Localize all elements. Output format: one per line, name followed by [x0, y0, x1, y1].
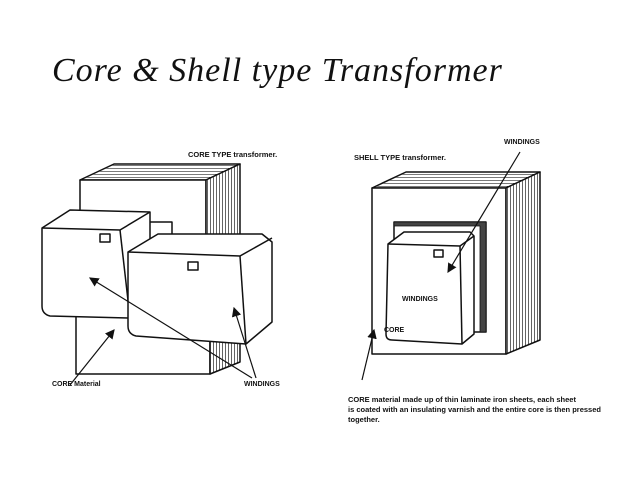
shell-caption: CORE material made up of thin laminate i… [348, 395, 601, 425]
shell-type-heading: SHELL TYPE transformer. [354, 153, 446, 162]
core-type-transformer [41, 163, 273, 386]
shell-core-label: CORE [384, 327, 405, 334]
caption-line-2: is coated with an insulating varnish and… [348, 405, 601, 414]
shell-windings-inner-label: WINDINGS [402, 296, 438, 303]
core-type-heading: CORE TYPE transformer. [188, 150, 277, 159]
shell-type-transformer [361, 151, 541, 381]
shell-core-frame [371, 171, 541, 355]
shell-inner-winding [385, 231, 475, 345]
core-windings-label: WINDINGS [244, 381, 280, 388]
shell-windings-top-label: WINDINGS [504, 139, 540, 146]
core-right-winding [127, 233, 273, 345]
slide-title: Core & Shell type Transformer [52, 52, 503, 89]
caption-line-1: CORE material made up of thin laminate i… [348, 395, 576, 404]
caption-line-3: together. [348, 415, 380, 424]
core-material-label: CORE Material [52, 381, 101, 388]
